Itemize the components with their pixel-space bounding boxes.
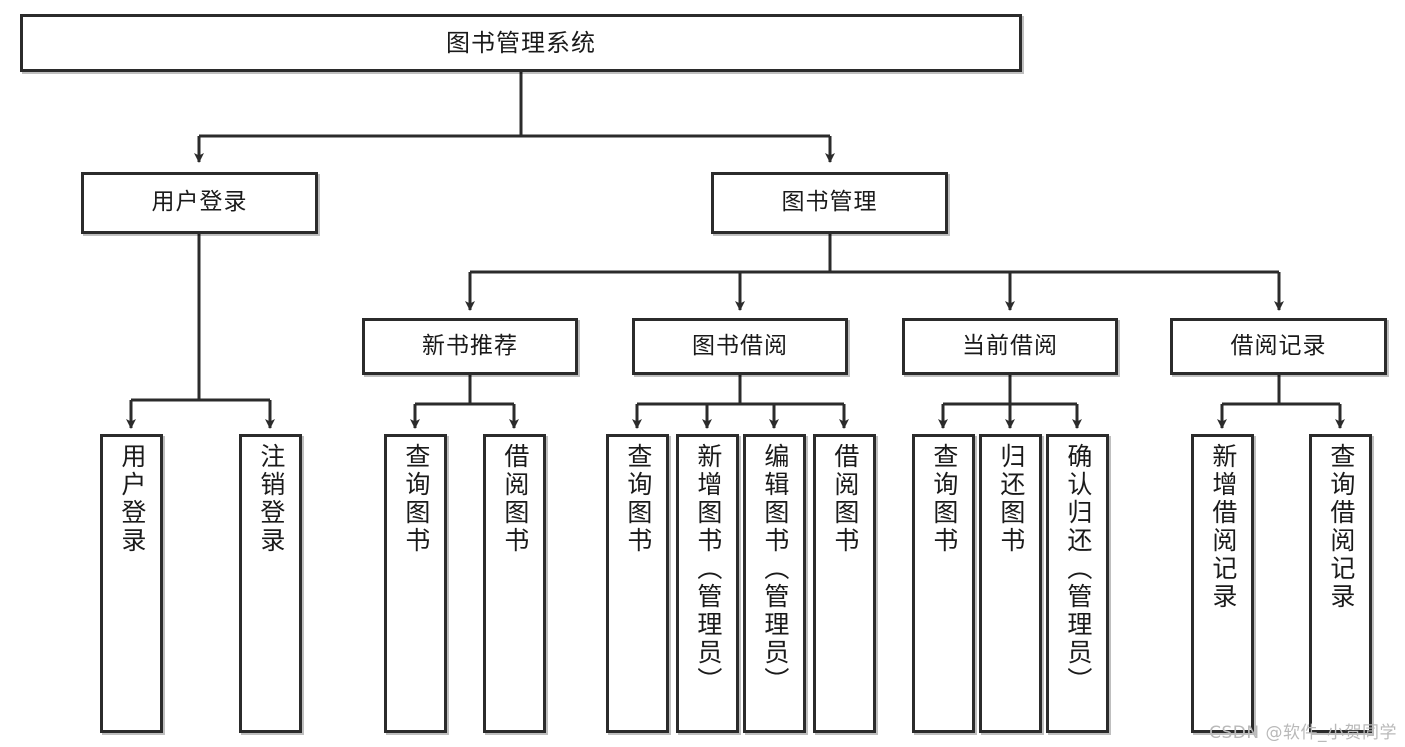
- node-current-borrow-label: 当前借阅: [962, 332, 1058, 359]
- leaf-book-borrow-borrow[interactable]: 借阅图书: [813, 434, 876, 733]
- leaf-label: 注销登录: [256, 443, 286, 555]
- leaf-label: 查询借阅记录: [1326, 443, 1356, 611]
- node-user-login[interactable]: 用户登录: [81, 172, 318, 234]
- leaf-user-login-signin[interactable]: 用户登录: [100, 434, 163, 733]
- leaf-label: 借阅图书: [830, 443, 860, 555]
- leaf-label: 查询图书: [929, 443, 959, 555]
- leaf-label: 查询图书: [623, 443, 653, 555]
- leaf-borrow-record-query[interactable]: 查询借阅记录: [1309, 434, 1372, 733]
- leaf-book-borrow-edit[interactable]: 编辑图书（管理员）: [743, 434, 806, 733]
- node-book-borrow[interactable]: 图书借阅: [632, 318, 848, 375]
- leaf-new-book-query[interactable]: 查询图书: [384, 434, 447, 733]
- leaf-label: 确认归还（管理员）: [1063, 443, 1093, 695]
- node-user-login-label: 用户登录: [151, 189, 248, 216]
- node-root-label: 图书管理系统: [446, 28, 596, 57]
- leaf-label: 归还图书: [996, 443, 1026, 555]
- leaf-user-login-signout[interactable]: 注销登录: [239, 434, 302, 733]
- leaf-book-borrow-add[interactable]: 新增图书（管理员）: [676, 434, 739, 733]
- node-new-book-recommend-label: 新书推荐: [422, 332, 518, 359]
- node-borrow-record[interactable]: 借阅记录: [1170, 318, 1387, 375]
- leaf-current-borrow-query[interactable]: 查询图书: [912, 434, 975, 733]
- node-borrow-record-label: 借阅记录: [1230, 332, 1327, 359]
- leaf-label: 新增借阅记录: [1208, 443, 1238, 611]
- node-book-management-label: 图书管理: [781, 189, 878, 216]
- leaf-new-book-borrow[interactable]: 借阅图书: [483, 434, 546, 733]
- leaf-label: 用户登录: [117, 443, 147, 555]
- leaf-label: 编辑图书（管理员）: [760, 443, 790, 695]
- leaf-book-borrow-query[interactable]: 查询图书: [606, 434, 669, 733]
- node-book-management[interactable]: 图书管理: [711, 172, 948, 234]
- node-current-borrow[interactable]: 当前借阅: [902, 318, 1118, 375]
- leaf-label: 查询图书: [401, 443, 431, 555]
- leaf-current-borrow-return[interactable]: 归还图书: [979, 434, 1042, 733]
- leaf-current-borrow-confirm[interactable]: 确认归还（管理员）: [1046, 434, 1109, 733]
- leaf-label: 借阅图书: [500, 443, 530, 555]
- node-new-book-recommend[interactable]: 新书推荐: [362, 318, 578, 375]
- node-root[interactable]: 图书管理系统: [20, 14, 1022, 72]
- node-book-borrow-label: 图书借阅: [692, 332, 788, 359]
- watermark: CSDN @软件_小贺同学: [1209, 723, 1397, 743]
- leaf-label: 新增图书（管理员）: [693, 443, 723, 695]
- leaf-borrow-record-add[interactable]: 新增借阅记录: [1191, 434, 1254, 733]
